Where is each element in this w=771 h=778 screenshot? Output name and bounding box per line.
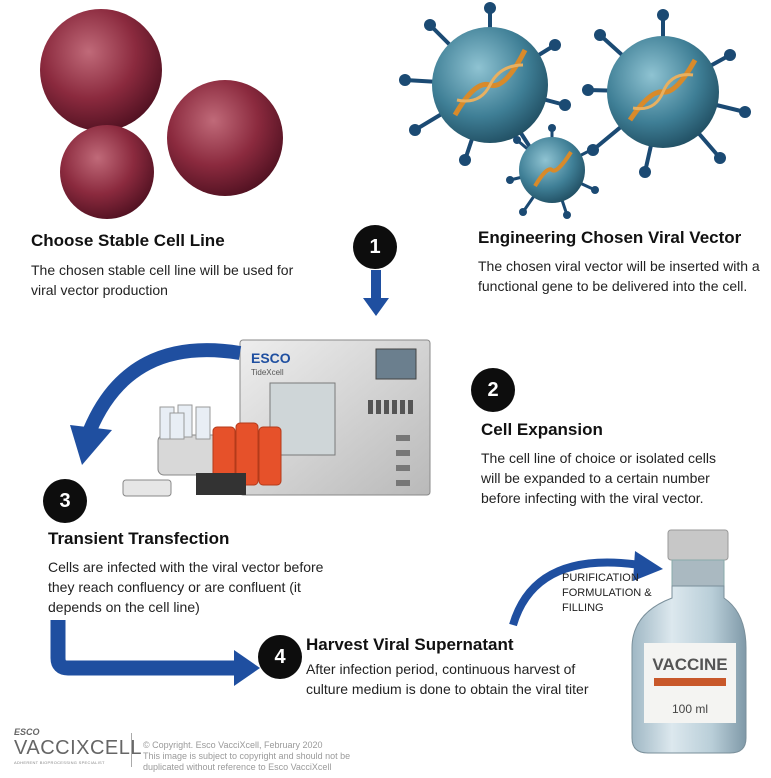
- down-arrow-icon: [363, 270, 389, 316]
- copyright-line-2: This image is subject to copyright and s…: [143, 751, 351, 761]
- copyright-notice: © Copyright. Esco VacciXcell, February 2…: [143, 740, 350, 773]
- vaccixcell-logo: ESCO VACCIXCELL ADHERENT BIOPROCESSING S…: [14, 727, 142, 765]
- step-number-3: 3: [43, 479, 87, 523]
- footer-divider: [131, 733, 132, 767]
- arrow-to-vaccine: [509, 551, 663, 627]
- transient-transfection-title: Transient Transfection: [48, 529, 230, 548]
- harvest-desc: After infection period, continuous harve…: [306, 661, 589, 697]
- incubator-brand: ESCO: [251, 350, 291, 366]
- viral-vector-illustration: [399, 2, 751, 219]
- bioreactor-equipment-illustration: ESCO TideXcell: [122, 339, 431, 497]
- engineering-viral-vector-title: Engineering Chosen Viral Vector: [478, 228, 742, 247]
- pump-unit: [196, 473, 246, 495]
- step-number-1: 1: [353, 225, 397, 269]
- vial-cap: [667, 529, 729, 561]
- step-number-4: 4: [258, 635, 302, 679]
- transient-transfection-desc: Cells are infected with the viral vector…: [48, 559, 324, 615]
- formulation-line: FORMULATION &: [562, 587, 652, 599]
- engineering-viral-vector-desc: The chosen viral vector will be inserted…: [478, 258, 760, 294]
- logo-name: VACCIXCELL: [14, 737, 143, 759]
- controller-box: [122, 479, 172, 497]
- logo-top: ESCO: [14, 727, 40, 737]
- virus-small: [506, 124, 599, 219]
- purification-label: PURIFICATION FORMULATION & FILLING: [562, 571, 652, 616]
- cell-expansion-desc: The cell line of choice or isolated cell…: [481, 450, 717, 506]
- virus-large-right: [582, 9, 751, 178]
- purification-line: PURIFICATION: [562, 572, 639, 584]
- stable-cells-illustration: [40, 9, 283, 219]
- copyright-line-1: © Copyright. Esco VacciXcell, February 2…: [143, 740, 323, 750]
- vial-volume: 100 ml: [672, 702, 708, 716]
- copyright-line-3: duplicated without reference to Esco Vac…: [143, 762, 332, 772]
- harvest-title: Harvest Viral Supernatant: [306, 635, 514, 654]
- step-number-2: 2: [471, 368, 515, 412]
- filling-line: FILLING: [562, 602, 604, 614]
- choose-cell-line-desc: The chosen stable cell line will be used…: [31, 262, 294, 298]
- incubator-screen: [375, 348, 417, 380]
- arrow-to-harvest: [50, 620, 260, 686]
- cell-sphere-3: [60, 125, 154, 219]
- vaccine-vial: VACCINE 100 ml: [631, 529, 747, 754]
- choose-cell-line-title: Choose Stable Cell Line: [31, 231, 225, 250]
- cell-sphere-2: [167, 80, 283, 196]
- vial-label: VACCINE: [652, 655, 727, 674]
- incubator-model: TideXcell: [251, 368, 284, 377]
- logo-tagline: ADHERENT BIOPROCESSING SPECIALIST: [14, 760, 105, 765]
- cell-sphere-1: [40, 9, 162, 131]
- curved-arrow-to-transfection: [70, 343, 242, 465]
- cell-expansion-title: Cell Expansion: [481, 420, 603, 439]
